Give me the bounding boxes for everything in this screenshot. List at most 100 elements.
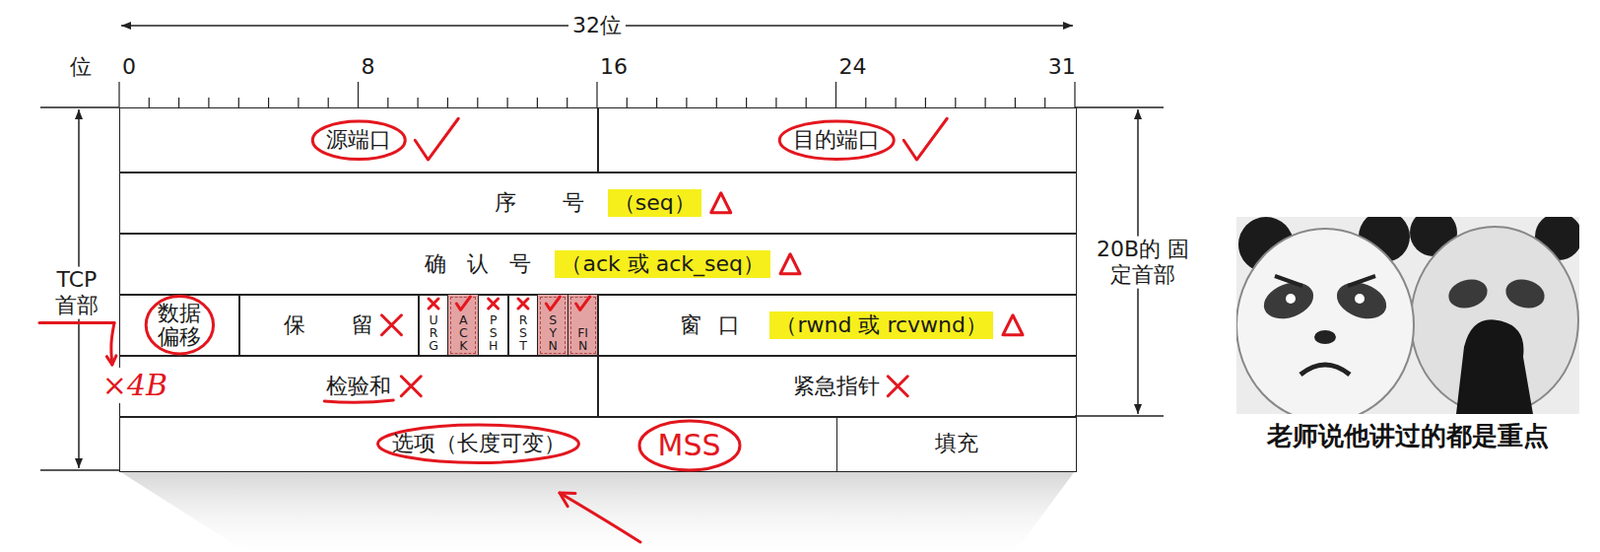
check-mark — [903, 118, 947, 160]
mss-annotation: MSS — [636, 417, 743, 473]
field-name: 保 留 — [283, 312, 374, 338]
bit-number-holder: 8 — [361, 54, 376, 80]
pointer-mark — [111, 322, 115, 365]
options-shadow — [119, 470, 1075, 552]
field-name: 数据 偏移 — [155, 301, 203, 349]
width-label: 32位 — [568, 12, 626, 39]
check-mark — [456, 296, 470, 310]
field-name: 选项（长度可变） — [392, 430, 566, 457]
panda-face — [1410, 226, 1579, 414]
highlight-note: （ack 或 ack_seq） — [554, 250, 771, 278]
underline-mark — [39, 321, 115, 325]
panda-eye — [1332, 275, 1392, 326]
dest-port-field: 目的端口 — [597, 107, 1077, 174]
highlight-note: （seq） — [607, 189, 702, 217]
pointer-arrowhead — [559, 492, 576, 507]
check-mark — [414, 118, 459, 160]
triangle-mark — [711, 193, 732, 213]
flag-field: SYN — [536, 293, 569, 357]
mss-text: MSS — [658, 427, 722, 464]
data-offset-field: 数据 偏移 — [119, 293, 241, 357]
pointer-arrow — [559, 492, 641, 542]
circle-mark — [378, 424, 580, 463]
panda-ear — [1409, 216, 1458, 257]
cross-mark — [428, 298, 439, 309]
underline-mark — [324, 400, 394, 402]
triangle-mark — [1002, 315, 1023, 335]
check-mark — [576, 296, 591, 310]
arrowhead-mark — [106, 355, 117, 365]
panda-mouth — [1300, 364, 1350, 375]
meme-picture — [1236, 216, 1580, 414]
bit-number: 0 — [122, 54, 136, 80]
bit-number: 24 — [839, 54, 867, 80]
source-port-field: 源端口 — [119, 107, 600, 174]
header-label-holder: TCP 首部 — [47, 266, 107, 320]
ack-number-field: 确 认 号（ack 或 ack_seq） — [119, 232, 1077, 296]
header-label: TCP 首部 — [47, 266, 107, 320]
circle-mark — [312, 121, 405, 159]
flag-letters: SYN — [546, 313, 560, 352]
check-mark — [545, 296, 560, 310]
panda-face — [1236, 228, 1414, 414]
field-name: 源端口 — [326, 127, 392, 153]
panda-ear — [1534, 216, 1580, 261]
checksum-field: 检验和 — [119, 354, 600, 418]
bit-number: 16 — [600, 54, 628, 80]
panda-nose — [1314, 330, 1336, 344]
flag-field: PSH — [477, 293, 510, 357]
bit-number-holder: 31 — [1048, 54, 1076, 80]
panda-eye — [1445, 274, 1491, 312]
urgent-pointer-field: 紧急指针 — [597, 354, 1077, 418]
bit-label: 位 — [69, 54, 92, 80]
fixed-header-label: 20B的 固定首部 — [1091, 236, 1195, 289]
bit-number-holder: 16 — [600, 54, 628, 80]
field-name: 检验和 — [326, 373, 392, 400]
meme-ground — [1236, 216, 1580, 414]
field-name: 填充 — [934, 430, 979, 457]
bit-label-holder: 位 — [69, 54, 92, 80]
bit-number: 8 — [361, 54, 376, 80]
meme-caption-holder: 老师说他讲过的都是重点 — [1266, 420, 1549, 452]
bit-number-holder: 0 — [122, 54, 136, 80]
field-name: 序 号 — [494, 190, 585, 216]
panda-pupil — [1354, 293, 1365, 304]
mss-ellipse — [639, 420, 740, 470]
cross-mark — [887, 376, 908, 397]
flag-letters: URG — [427, 313, 441, 352]
padding-field: 填充 — [836, 415, 1077, 472]
options-field: 选项（长度可变） MSS — [119, 415, 838, 472]
flag-field: ACK — [447, 293, 479, 357]
annotation-text-holder: ×4B — [98, 367, 172, 403]
cross-mark — [400, 376, 421, 397]
bit-number: 31 — [1048, 54, 1076, 80]
bit-number-holder: 24 — [839, 54, 867, 80]
field-name: 紧急指针 — [793, 373, 880, 400]
flag-letters: ACK — [457, 313, 470, 352]
cross-mark — [381, 315, 401, 335]
annotation-text: ×4B — [98, 367, 172, 403]
panda-eye — [1502, 274, 1548, 312]
panda-ear — [1238, 216, 1294, 272]
flag-field: RST — [507, 293, 539, 357]
bit-ruler — [119, 81, 1075, 108]
panda-pupil — [1285, 293, 1296, 304]
flag-field: URG — [417, 293, 450, 357]
reserved-field: 保 留 — [238, 293, 419, 357]
fixed-header-label-holder: 20B的 固定首部 — [1091, 236, 1195, 289]
highlight-note: （rwnd 或 rcvwnd） — [769, 311, 994, 339]
field-name: 目的端口 — [793, 127, 880, 153]
circle-mark — [779, 121, 894, 159]
window-field: 窗 口 （rwnd 或 rcvwnd） — [597, 293, 1077, 357]
panda-hand — [1456, 319, 1534, 414]
panda-eye — [1259, 275, 1319, 326]
meme-caption: 老师说他讲过的都是重点 — [1266, 420, 1549, 452]
field-name: 窗 口 — [679, 312, 740, 338]
circle-mark — [145, 296, 213, 354]
cross-mark — [488, 298, 499, 309]
flag-field: FIN — [567, 293, 600, 357]
panda-brow — [1274, 275, 1376, 286]
